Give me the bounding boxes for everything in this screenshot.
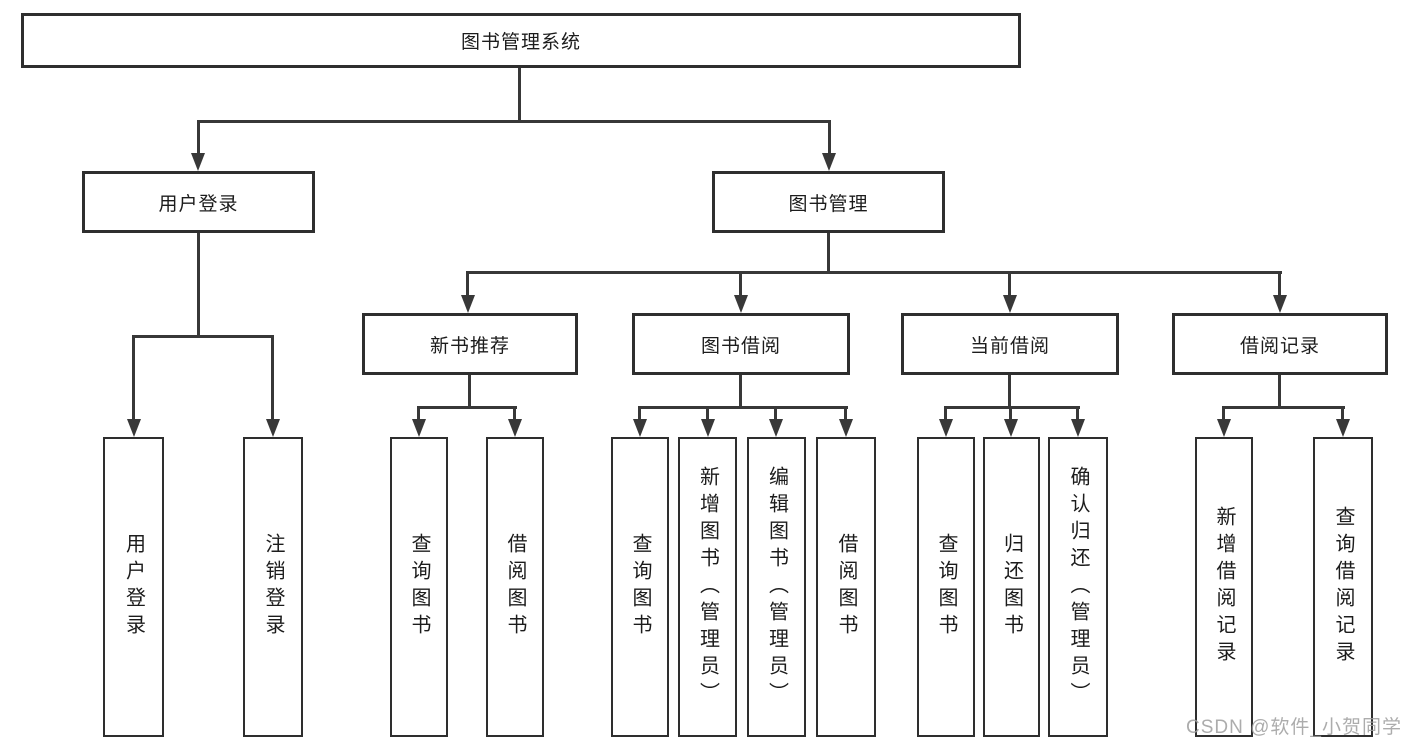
leaf-query-books-1: 查询图书 xyxy=(390,437,448,737)
leaf-add-borrow-record-label: 新增借阅记录 xyxy=(1213,506,1235,668)
leaf-confirm-return-admin: 确认归还（管理员） xyxy=(1048,437,1108,737)
leaf-logout: 注销登录 xyxy=(243,437,303,737)
node-book-borrow-label: 图书借阅 xyxy=(700,335,781,357)
connector-line xyxy=(1008,375,1011,406)
arrow-down-icon xyxy=(1273,295,1287,313)
csdn-watermark: CSDN @软件_小贺同学 xyxy=(1186,717,1402,738)
node-new-book-recommend-label: 新书推荐 xyxy=(429,335,510,357)
node-current-borrow-label: 当前借阅 xyxy=(969,335,1050,357)
leaf-query-books-2: 查询图书 xyxy=(611,437,669,737)
arrow-down-icon xyxy=(1003,295,1017,313)
leaf-edit-books-admin: 编辑图书（管理员） xyxy=(747,437,806,737)
leaf-query-books-3: 查询图书 xyxy=(917,437,975,737)
arrow-down-icon xyxy=(839,419,853,437)
arrow-down-icon xyxy=(769,419,783,437)
node-book-borrow: 图书借阅 xyxy=(632,313,850,375)
connector-line xyxy=(828,120,831,156)
connector-line xyxy=(1341,406,1344,421)
leaf-query-books-1-label: 查询图书 xyxy=(408,533,430,641)
connector-line xyxy=(1222,406,1225,421)
connector-line xyxy=(417,406,517,409)
node-root-label: 图书管理系统 xyxy=(460,32,581,53)
connector-line xyxy=(417,406,420,421)
connector-line xyxy=(513,406,516,421)
leaf-add-borrow-record: 新增借阅记录 xyxy=(1195,437,1253,737)
node-user-login-label: 用户登录 xyxy=(158,193,239,215)
arrow-down-icon xyxy=(822,153,836,171)
leaf-query-borrow-record-label: 查询借阅记录 xyxy=(1332,506,1354,668)
node-book-management: 图书管理 xyxy=(712,171,945,233)
connector-line xyxy=(1278,375,1281,406)
connector-line xyxy=(518,68,521,120)
leaf-logout-label: 注销登录 xyxy=(262,533,284,641)
connector-line xyxy=(197,233,200,335)
arrow-down-icon xyxy=(939,419,953,437)
arrow-down-icon xyxy=(412,419,426,437)
arrow-down-icon xyxy=(1336,419,1350,437)
leaf-query-books-2-label: 查询图书 xyxy=(629,533,651,641)
connector-line xyxy=(638,406,641,421)
connector-line xyxy=(739,271,742,299)
connector-line xyxy=(1222,406,1345,409)
node-current-borrow: 当前借阅 xyxy=(901,313,1119,375)
node-borrow-records-label: 借阅记录 xyxy=(1239,335,1320,357)
connector-line xyxy=(944,406,1080,409)
connector-line xyxy=(739,375,742,406)
leaf-borrow-books-1: 借阅图书 xyxy=(486,437,544,737)
connector-line xyxy=(638,406,848,409)
leaf-edit-books-admin-label: 编辑图书（管理员） xyxy=(765,465,788,709)
leaf-borrow-books-2: 借阅图书 xyxy=(816,437,876,737)
leaf-query-books-3-label: 查询图书 xyxy=(935,533,957,641)
connector-line xyxy=(132,335,135,421)
node-user-login: 用户登录 xyxy=(82,171,315,233)
leaf-add-books-admin: 新增图书（管理员） xyxy=(678,437,737,737)
node-borrow-records: 借阅记录 xyxy=(1172,313,1388,375)
leaf-confirm-return-admin-label: 确认归还（管理员） xyxy=(1067,465,1089,709)
leaf-query-borrow-record: 查询借阅记录 xyxy=(1313,437,1373,737)
node-root: 图书管理系统 xyxy=(21,13,1021,68)
arrow-down-icon xyxy=(266,419,280,437)
arrow-down-icon xyxy=(191,153,205,171)
connector-line xyxy=(774,406,777,421)
connector-line xyxy=(827,233,830,271)
leaf-borrow-books-1-label: 借阅图书 xyxy=(504,533,526,641)
connector-line xyxy=(468,375,471,406)
connector-line xyxy=(1278,271,1281,299)
connector-line xyxy=(197,120,200,156)
leaf-add-books-admin-label: 新增图书（管理员） xyxy=(696,465,719,709)
connector-line xyxy=(466,271,469,299)
connector-line xyxy=(1008,271,1011,299)
arrow-down-icon xyxy=(1004,419,1018,437)
node-book-management-label: 图书管理 xyxy=(788,193,869,215)
arrow-down-icon xyxy=(127,419,141,437)
arrow-down-icon xyxy=(734,295,748,313)
leaf-user-login-label: 用户登录 xyxy=(122,533,145,641)
arrow-down-icon xyxy=(1071,419,1085,437)
connector-line xyxy=(844,406,847,421)
node-new-book-recommend: 新书推荐 xyxy=(362,313,578,375)
arrow-down-icon xyxy=(1217,419,1231,437)
arrow-down-icon xyxy=(633,419,647,437)
connector-line xyxy=(1009,406,1012,421)
connector-line xyxy=(132,335,274,338)
connector-line xyxy=(197,120,831,123)
leaf-user-login: 用户登录 xyxy=(103,437,164,737)
connector-line xyxy=(1076,406,1079,421)
arrow-down-icon xyxy=(461,295,475,313)
leaf-return-books-label: 归还图书 xyxy=(1000,533,1023,641)
leaf-borrow-books-2-label: 借阅图书 xyxy=(835,533,857,641)
arrow-down-icon xyxy=(701,419,715,437)
leaf-return-books: 归还图书 xyxy=(983,437,1040,737)
connector-line xyxy=(271,335,274,421)
connector-line xyxy=(944,406,947,421)
arrow-down-icon xyxy=(508,419,522,437)
connector-line xyxy=(466,271,1282,274)
connector-line xyxy=(706,406,709,421)
